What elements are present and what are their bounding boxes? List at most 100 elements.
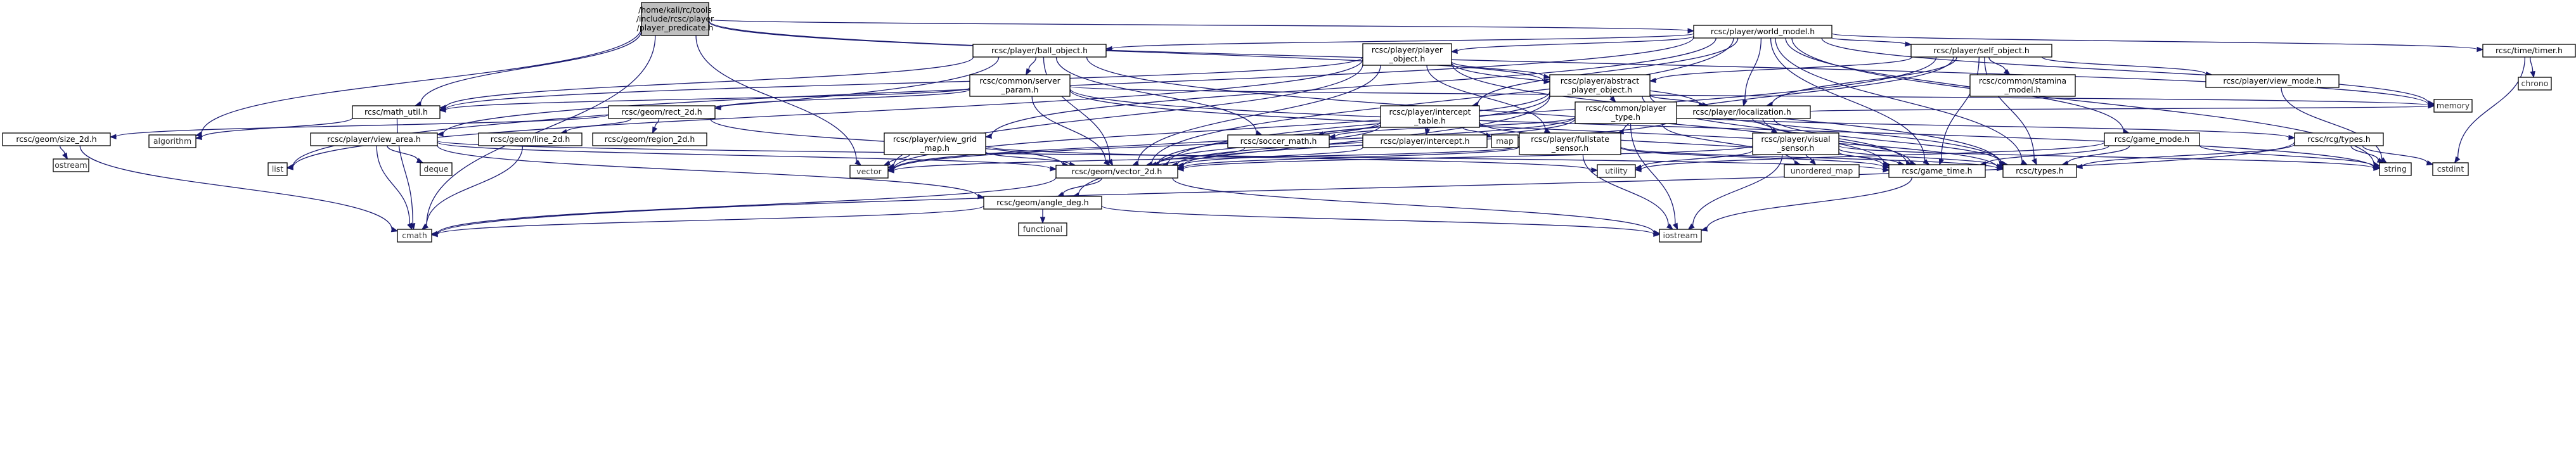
node-box: [1784, 164, 1860, 178]
node-box: [1018, 222, 1067, 236]
include-edge-localization-to-visual_sensor: [1752, 118, 1779, 134]
node-player-object[interactable]: rcsc/player/player_object.h: [1362, 43, 1452, 66]
node-box: [969, 74, 1071, 97]
node-game-mode[interactable]: rcsc/game_mode.h: [2104, 132, 2200, 146]
node-view-grid-map[interactable]: rcsc/player/view_grid_map.h: [884, 132, 986, 155]
include-edge-fullstate_sensor-to-game_time: [1620, 147, 1890, 170]
node-box: [2104, 132, 2200, 146]
arrowhead-icon: [2288, 134, 2296, 141]
node-vector: vector: [849, 165, 889, 179]
node-server-param[interactable]: rcsc/common/server_param.h: [969, 74, 1071, 97]
node-soccer-math[interactable]: rcsc/soccer_math.h: [1227, 134, 1330, 148]
node-intercept[interactable]: rcsc/player/intercept.h: [1362, 134, 1488, 148]
node-game-time[interactable]: rcsc/game_time.h: [1888, 164, 1986, 178]
include-edge-world_model-to-ball_object: [1105, 33, 1694, 52]
edge-line: [1810, 105, 2429, 112]
include-edge-player_object-to-math_util: [439, 56, 1363, 112]
arrowhead-icon: [416, 158, 424, 163]
node-types[interactable]: rcsc/types.h: [2002, 164, 2077, 178]
edge-line: [1462, 127, 1487, 136]
node-label: _model.h: [2004, 85, 2040, 94]
node-algorithm: algorithm: [148, 134, 196, 148]
node-timer[interactable]: rcsc/time/timer.h: [2482, 44, 2576, 58]
node-box: [608, 105, 716, 119]
arrowhead-icon: [2426, 160, 2434, 166]
edge-line: [1785, 37, 2124, 132]
edge-line: [1156, 147, 1246, 165]
edge-line: [1183, 145, 1753, 170]
node-label: rcsc/player/intercept.h: [1381, 136, 1470, 146]
node-rcg-types[interactable]: rcsc/rcg/types.h: [2294, 132, 2384, 146]
node-box: [2518, 77, 2552, 91]
node-rect-2d[interactable]: rcsc/geom/rect_2d.h: [608, 105, 716, 119]
node-label: rcsc/common/player: [1585, 103, 1666, 113]
node-world-model[interactable]: rcsc/player/world_model.h: [1693, 25, 1832, 39]
arrowhead-icon: [1543, 73, 1551, 79]
include-edge-view_area-to-deque: [387, 145, 424, 163]
node-view-area[interactable]: rcsc/player/view_area.h: [310, 132, 438, 146]
node-label: cstdint: [2437, 164, 2464, 174]
include-edge-view_area-to-vector_2d: [437, 141, 1057, 172]
node-line-2d[interactable]: rcsc/geom/line_2d.h: [478, 132, 583, 146]
node-box: [1597, 164, 1636, 178]
node-angle-deg[interactable]: rcsc/geom/angle_deg.h: [983, 196, 1102, 210]
node-label: rcsc/player/intercept: [1389, 107, 1471, 117]
node-label: deque: [423, 164, 448, 174]
include-edge-angle_deg-to-iostream: [1101, 205, 1661, 238]
node-self-object[interactable]: rcsc/player/self_object.h: [1910, 44, 2052, 58]
edge-line: [1055, 56, 1257, 133]
include-edge-visual_sensor-to-iostream: [1687, 154, 1783, 230]
node-chrono: chrono: [2518, 77, 2552, 91]
include-edge-player_predicate-to-algorithm: [195, 27, 642, 137]
node-label: _sensor.h: [1551, 143, 1588, 153]
node-region-2d[interactable]: rcsc/geom/region_2d.h: [592, 132, 707, 146]
edge-line: [1630, 123, 1676, 224]
edge-line: [426, 35, 656, 226]
node-visual-sensor[interactable]: rcsc/player/visual_sensor.h: [1752, 132, 1839, 155]
edge-line: [1172, 177, 1654, 233]
arrowhead-icon: [286, 165, 293, 170]
edge-line: [985, 145, 1592, 170]
arrowhead-icon: [2476, 46, 2484, 53]
edge-line: [2067, 145, 2130, 163]
edge-line: [1661, 123, 1796, 163]
include-edge-world_model-to-timer: [1831, 33, 2484, 53]
node-box: [148, 134, 196, 148]
include-edge-vector_2d-to-angle_deg: [1057, 177, 1102, 197]
node-box: [2, 132, 111, 146]
edge-line: [445, 56, 1363, 110]
edge-line: [437, 141, 1051, 169]
include-edge-self_object-to-types: [1984, 56, 2037, 166]
node-player-predicate[interactable]: /home/kali/rc/tools/include/rcsc/player/…: [636, 2, 714, 36]
node-label: rcsc/player/view_mode.h: [2223, 76, 2321, 86]
edge-line: [2457, 56, 2526, 158]
node-abstract-player-object[interactable]: rcsc/player/abstract_player_object.h: [1549, 74, 1651, 97]
node-math-util[interactable]: rcsc/math_util.h: [352, 105, 441, 119]
arrowhead-icon: [439, 107, 446, 113]
node-label: /player_predicate.h: [637, 23, 714, 32]
node-player-type[interactable]: rcsc/common/player_type.h: [1575, 101, 1677, 124]
edge-line: [1101, 205, 1654, 235]
node-view-mode[interactable]: rcsc/player/view_mode.h: [2205, 74, 2340, 88]
node-box: [1752, 132, 1839, 155]
edge-line: [1477, 37, 1739, 105]
edge-line: [1752, 118, 1773, 130]
include-edge-angle_deg-to-cmath: [430, 205, 984, 238]
edge-line: [1183, 147, 1363, 166]
node-label: cmath: [402, 231, 427, 240]
arrowhead-icon: [1938, 158, 1944, 166]
node-fullstate-sensor[interactable]: rcsc/player/fullstate_sensor.h: [1519, 132, 1621, 155]
edge-line: [1031, 96, 1106, 162]
node-ball-object[interactable]: rcsc/player/ball_object.h: [972, 44, 1107, 58]
edge-line: [1985, 145, 2109, 165]
node-vector-2d[interactable]: rcsc/geom/vector_2d.h: [1055, 165, 1178, 179]
node-intercept-table[interactable]: rcsc/player/intercept_table.h: [1380, 105, 1480, 128]
node-label: iostream: [1663, 231, 1698, 240]
node-label: rcsc/common/server: [979, 76, 1060, 86]
edge-line: [437, 177, 1057, 234]
node-localization[interactable]: rcsc/player/localization.h: [1673, 105, 1811, 119]
node-size-2d[interactable]: rcsc/geom/size_2d.h: [2, 132, 111, 146]
node-stamina-model[interactable]: rcsc/common/stamina_model.h: [1969, 74, 2076, 97]
edge-line: [387, 145, 418, 161]
edge-line: [1457, 35, 1694, 52]
